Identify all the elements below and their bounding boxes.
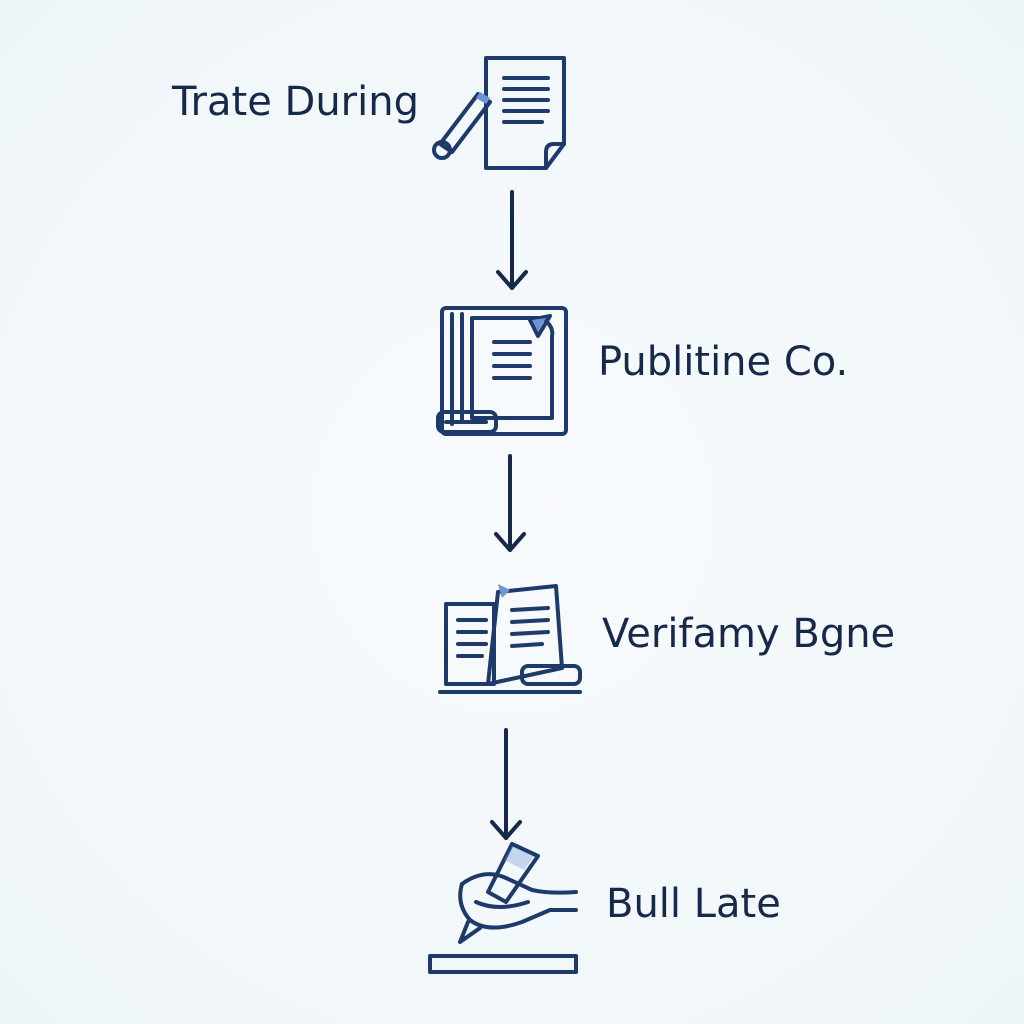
arrow-2-down bbox=[490, 454, 530, 556]
step-4-label: Bull Late bbox=[606, 881, 781, 927]
stacked-documents-icon bbox=[436, 580, 586, 702]
step-3-label: Verifamy Bgne bbox=[602, 611, 896, 657]
signing-hand-icon bbox=[426, 838, 586, 980]
book-document-icon bbox=[434, 304, 574, 440]
document-pen-icon bbox=[428, 52, 578, 177]
arrow-1-down bbox=[492, 190, 532, 294]
arrow-3-down bbox=[486, 728, 526, 846]
step-2-label: Publitine Co. bbox=[598, 339, 849, 385]
step-1-label: Trate During bbox=[172, 79, 419, 125]
